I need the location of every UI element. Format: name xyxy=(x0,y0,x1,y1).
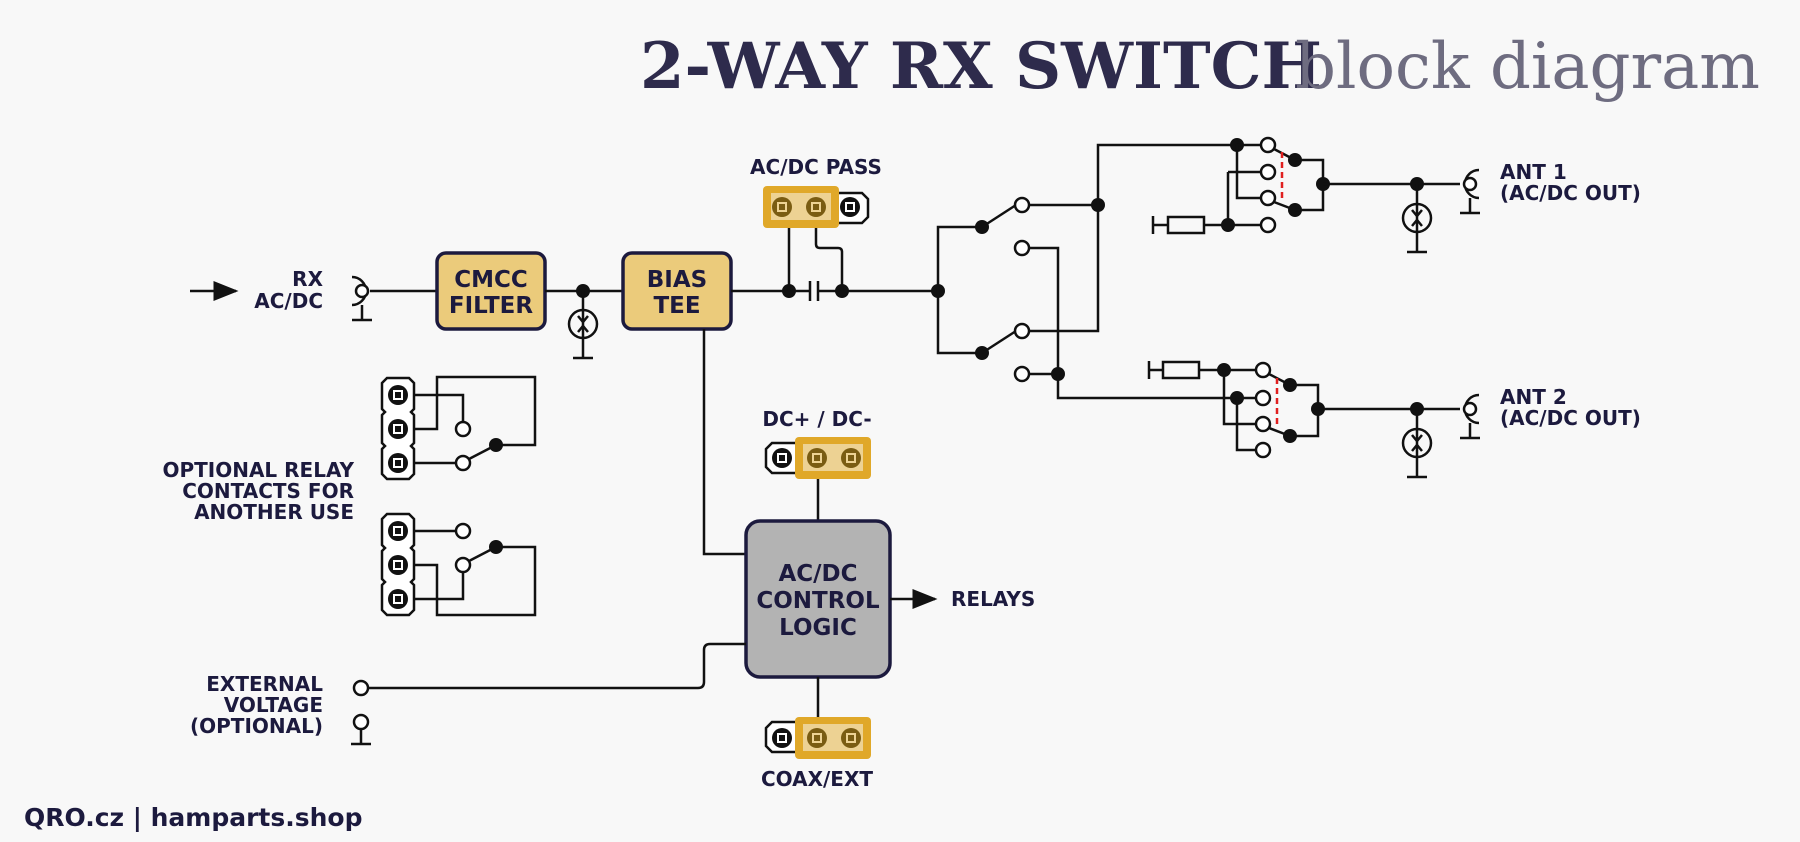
coax-ext-label: COAX/EXT xyxy=(761,767,873,791)
bias-tee-label-2: TEE xyxy=(653,293,700,319)
ant1-coax-connector-icon xyxy=(1460,168,1480,215)
wire-ext-control xyxy=(368,642,746,690)
switch-contact xyxy=(1013,365,1031,383)
cmcc-label-2: FILTER xyxy=(449,293,534,319)
switch-contact xyxy=(1013,322,1031,340)
coax-ext-jumper[interactable] xyxy=(764,717,871,759)
ground-terminal-icon xyxy=(351,713,371,746)
ext-voltage-terminal xyxy=(352,679,370,697)
dc-polarity-jumper[interactable] xyxy=(764,437,871,479)
ext-voltage-label-2: VOLTAGE xyxy=(224,693,323,717)
input-label-rx: RX xyxy=(292,267,323,291)
rx-coax-connector-icon xyxy=(351,275,372,322)
acdc-pass-label: AC/DC PASS xyxy=(750,155,882,179)
optional-relay-label-3: ANOTHER USE xyxy=(194,500,354,524)
ant2-sublabel: (AC/DC OUT) xyxy=(1500,406,1641,430)
optional-relay-header-1[interactable] xyxy=(380,376,416,481)
control-label-1: AC/DC xyxy=(778,561,857,587)
switch-contact xyxy=(1013,196,1031,214)
control-label-2: CONTROL xyxy=(756,588,880,614)
wire-bias-control xyxy=(702,329,746,556)
ant2-coax-connector-icon xyxy=(1460,393,1480,440)
capacitor-icon xyxy=(808,281,820,301)
ant2-label: ANT 2 xyxy=(1500,385,1567,409)
gas-discharge-tube-icon xyxy=(1401,409,1433,479)
junction-dot xyxy=(1221,218,1235,232)
optional-relay-label-1: OPTIONAL RELAY xyxy=(162,458,354,482)
cmcc-filter-block: CMCC FILTER xyxy=(435,251,547,331)
control-label-3: LOGIC xyxy=(779,615,857,641)
optional-relay-header-2[interactable] xyxy=(380,512,416,617)
ant1-sublabel: (AC/DC OUT) xyxy=(1500,181,1641,205)
bias-tee-block: BIAS TEE xyxy=(621,251,733,331)
gas-discharge-tube-icon xyxy=(567,291,599,360)
ext-voltage-label-1: EXTERNAL xyxy=(206,672,323,696)
resistor-icon xyxy=(1161,360,1201,380)
footer-brand: QRO.cz | hamparts.shop xyxy=(24,803,363,832)
wire-jumper-cap-right xyxy=(814,228,844,291)
acdc-pass-jumper[interactable] xyxy=(763,186,870,228)
bias-tee-label-1: BIAS xyxy=(647,267,707,293)
title-main: 2-WAY RX SWITCH xyxy=(640,29,1322,104)
resistor-icon xyxy=(1166,215,1206,235)
relays-label: RELAYS xyxy=(951,587,1035,611)
title-sub: block diagram xyxy=(1295,30,1760,104)
switch-contact xyxy=(1013,239,1031,257)
dc-polarity-label: DC+ / DC- xyxy=(762,407,871,431)
cmcc-label-1: CMCC xyxy=(454,267,528,293)
input-label-acdc: AC/DC xyxy=(254,289,323,313)
optional-relay-label-2: CONTACTS FOR xyxy=(182,479,354,503)
ant2-relay xyxy=(1147,360,1325,459)
gas-discharge-tube-icon xyxy=(1401,184,1433,254)
ant1-relay xyxy=(1151,136,1330,235)
ant1-label: ANT 1 xyxy=(1500,160,1567,184)
ext-voltage-label-3: (OPTIONAL) xyxy=(190,714,323,738)
control-logic-block: AC/DC CONTROL LOGIC xyxy=(744,519,892,679)
